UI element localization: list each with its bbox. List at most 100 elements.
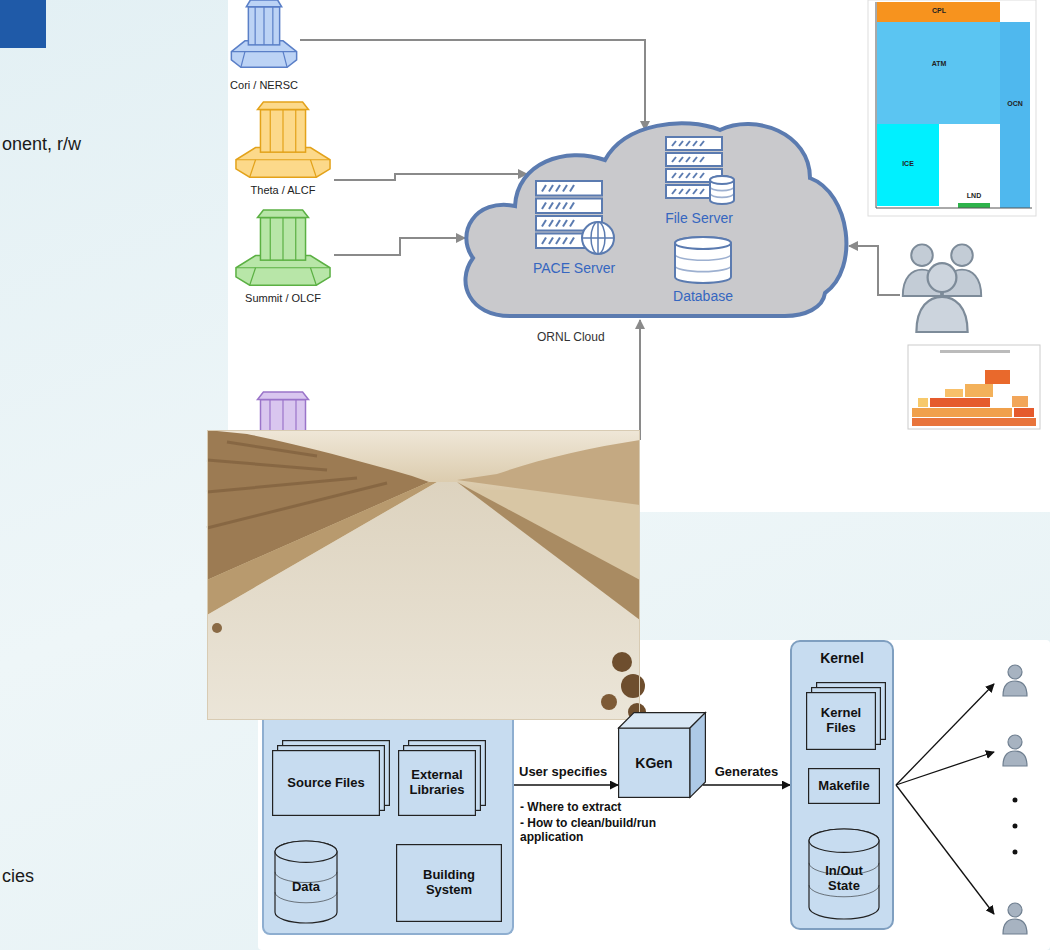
server-shape — [232, 210, 334, 305]
item-label: Kernel Files — [812, 706, 870, 736]
output-box: KernelKernel FilesMakefileIn/Out State — [790, 640, 894, 930]
rack-stripe — [679, 189, 683, 194]
server-groove — [270, 218, 271, 261]
chart-bar — [877, 22, 1000, 124]
item-label: Data — [292, 880, 320, 895]
ellipsis-dot — [1013, 798, 1018, 803]
chart-bar — [877, 2, 1000, 22]
chart-bar — [877, 124, 939, 206]
chart-axis — [876, 2, 877, 208]
cube-side — [690, 713, 705, 798]
page-sheet — [807, 693, 876, 750]
person-head — [911, 244, 933, 266]
server-drawing — [231, 0, 296, 67]
photo-border — [208, 431, 640, 720]
chart-label: OCN — [1007, 100, 1023, 108]
connector-arrow — [514, 784, 618, 786]
server-groove — [263, 7, 264, 45]
file-box: Makefile — [808, 768, 880, 804]
rack-stripe — [556, 238, 560, 245]
database-icon: Database — [667, 236, 739, 304]
data-cylinder: Data — [274, 840, 338, 924]
rack-unit — [666, 137, 722, 150]
edge-label: Generates — [715, 765, 779, 780]
rack-stripe — [570, 185, 574, 192]
rack-stripe — [549, 238, 553, 245]
flame-bar — [918, 398, 928, 407]
rack-stripe — [700, 173, 704, 178]
box-drawing — [397, 845, 502, 922]
box-outline — [397, 845, 502, 922]
pages-drawing — [807, 683, 886, 750]
photo-bush — [612, 652, 632, 672]
box-outline — [809, 769, 880, 804]
person-body — [1003, 681, 1027, 696]
data-cylinder: In/Out State — [808, 828, 880, 920]
rack-stripe — [686, 157, 690, 162]
rack-stripe — [700, 157, 704, 162]
item-label: Makefile — [818, 779, 869, 794]
rack-stripe — [570, 238, 574, 245]
server-name: Database — [673, 288, 733, 304]
rack-stripe — [549, 203, 553, 210]
rack-stripe — [672, 189, 676, 194]
cylinder-top — [710, 176, 734, 184]
upload-arrow — [849, 246, 900, 295]
person-head — [951, 244, 973, 266]
person-body — [916, 297, 967, 332]
flame-bar — [1014, 408, 1034, 417]
photo-road — [207, 482, 640, 720]
server-drawing — [236, 210, 330, 285]
site-name: Cori / NERSC — [230, 79, 298, 92]
person-body — [1003, 919, 1027, 934]
flame-bar — [945, 389, 963, 397]
rack-stripe — [672, 141, 676, 146]
connector-arrow — [703, 784, 790, 786]
rack-stripe — [563, 220, 567, 227]
rack-stripe — [556, 185, 560, 192]
ellipsis-dot — [1013, 824, 1018, 829]
globe-icon — [582, 222, 614, 254]
rack-stripe — [686, 189, 690, 194]
road-photo — [207, 430, 646, 721]
rack-stripe — [686, 141, 690, 146]
server-groove — [272, 7, 273, 45]
flame-title-bar — [940, 350, 1010, 353]
box-drawing — [809, 769, 880, 804]
server-base-edge — [241, 52, 245, 68]
server-shape — [228, 0, 300, 92]
file-stack: Source Files — [272, 740, 390, 816]
photo-verge — [457, 482, 640, 620]
title-block — [0, 0, 46, 48]
ellipsis-dot — [1013, 850, 1018, 855]
cloud-shape — [455, 118, 855, 348]
cloud-drawing — [465, 123, 846, 316]
server-column — [260, 218, 305, 261]
photo-ground — [207, 430, 640, 720]
globe-axis — [597, 222, 599, 254]
rack-drawing — [666, 137, 734, 204]
application-box: Source FilesExternal LibrariesData Buildi… — [262, 720, 514, 935]
rack-unit — [536, 199, 602, 214]
item-label: Building System — [408, 868, 490, 898]
rack-stripe — [563, 203, 567, 210]
rack-stripe — [556, 203, 560, 210]
rack-stripe — [679, 157, 683, 162]
pages-drawing — [399, 741, 486, 816]
rack-drawing — [536, 181, 614, 254]
flame-frame — [908, 345, 1040, 429]
rack-stripe — [679, 173, 683, 178]
server-rack: PACE Server — [530, 180, 618, 276]
rack-stripe — [556, 220, 560, 227]
server-groove — [282, 218, 283, 261]
cylinder-top — [809, 829, 879, 852]
flame-bar — [930, 398, 990, 407]
chart-label: ATM — [932, 60, 947, 68]
server-name: File Server — [665, 210, 733, 226]
server-cap — [246, 0, 281, 7]
file-stack: External Libraries — [398, 740, 486, 816]
chart-label: ICE — [902, 160, 914, 168]
chart-label: CPL — [932, 7, 946, 15]
photo-bush — [601, 694, 617, 710]
db-drawing — [275, 841, 337, 923]
